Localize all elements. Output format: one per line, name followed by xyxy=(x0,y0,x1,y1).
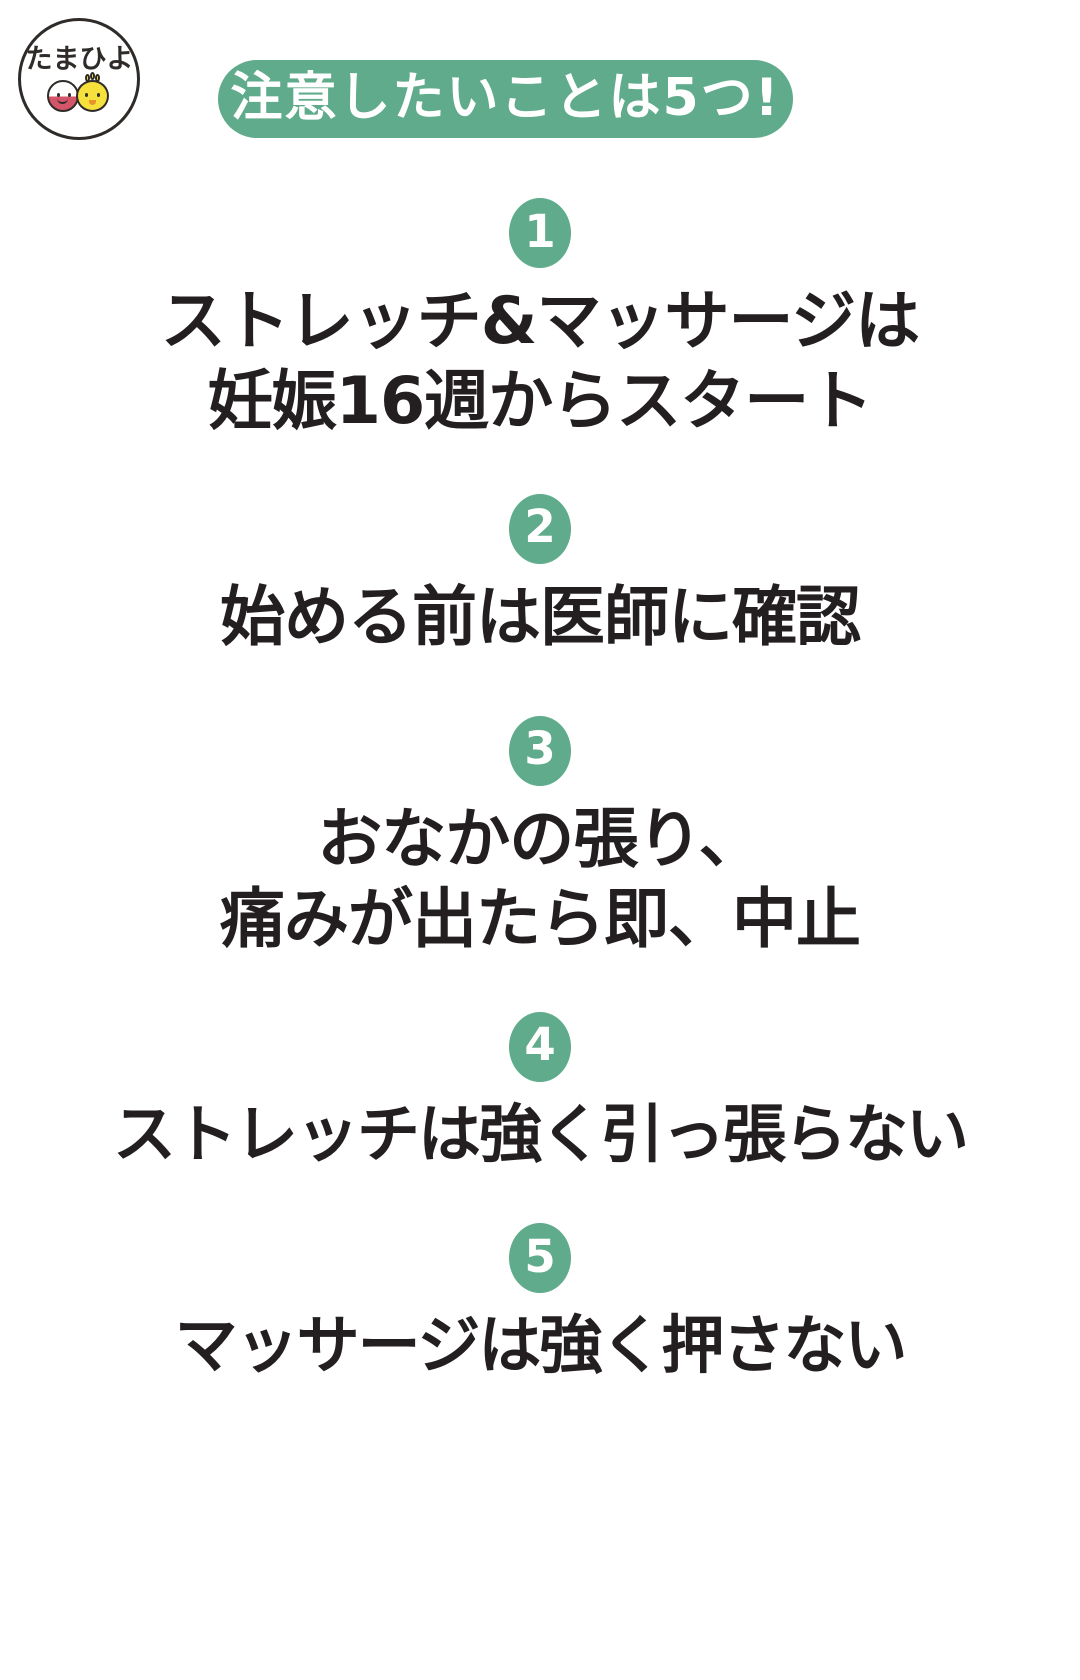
page-title: 注意したいことは5つ! xyxy=(230,68,781,128)
tip-text-2: 始める前は医師に確認 xyxy=(219,578,861,658)
tip-number-badge-5: 5 xyxy=(509,1223,571,1294)
tip-number-2: 2 xyxy=(524,500,556,554)
page-title-pill: 注意したいことは5つ! xyxy=(218,60,793,138)
tip-line: ストレッチ&マッサージは xyxy=(160,284,920,359)
tip-item-2: 2 始める前は医師に確認 xyxy=(0,493,1080,658)
tip-number-badge-3: 3 xyxy=(509,715,571,786)
chick-character-icon xyxy=(76,80,109,112)
tip-item-4: 4 ストレッチは強く引っ張らない xyxy=(0,1011,1080,1173)
logo-char-1: た xyxy=(25,44,53,75)
tip-line: おなかの張り、 xyxy=(317,801,763,877)
egg-character-icon xyxy=(47,80,79,112)
tip-text-3: おなかの張り、 痛みが出たら即、中止 xyxy=(219,800,861,960)
tips-list: 1 ストレッチ&マッサージは 妊娠16週からスタート 2 始める前は医師に確認 … xyxy=(0,180,1080,1385)
tip-number-5: 5 xyxy=(524,1229,556,1283)
tip-item-3: 3 おなかの張り、 痛みが出たら即、中止 xyxy=(0,715,1080,960)
tip-item-1: 1 ストレッチ&マッサージは 妊娠16週からスタート xyxy=(0,198,1080,442)
tip-line: 始める前は医師に確認 xyxy=(219,579,861,655)
tip-line: 妊娠16週からスタート xyxy=(207,363,873,439)
tip-number-1: 1 xyxy=(524,204,556,258)
tip-number-badge-4: 4 xyxy=(509,1011,571,1082)
tip-text-1: ストレッチ&マッサージは 妊娠16週からスタート xyxy=(160,282,920,442)
tip-number-4: 4 xyxy=(524,1018,556,1072)
tip-text-4: ストレッチは強く引っ張らない xyxy=(113,1096,969,1173)
tip-item-5: 5 マッサージは強く押さない xyxy=(0,1223,1080,1384)
logo-char-2: ま xyxy=(52,44,80,75)
tip-number-badge-2: 2 xyxy=(509,493,571,564)
logo-char-4: よ xyxy=(106,44,134,75)
brand-mascot-group xyxy=(45,72,113,112)
brand-logo: た ま ひ よ xyxy=(18,18,140,140)
tip-text-5: マッサージは強く押さない xyxy=(174,1307,908,1384)
tip-number-badge-1: 1 xyxy=(509,198,571,268)
tip-line: 痛みが出たら即、中止 xyxy=(219,881,861,957)
logo-char-3: ひ xyxy=(79,44,107,75)
brand-logo-wordmark: た ま ひ よ xyxy=(25,44,134,75)
tip-line: ストレッチは強く引っ張らない xyxy=(113,1097,969,1171)
tip-line: マッサージは強く押さない xyxy=(174,1309,908,1383)
tip-number-3: 3 xyxy=(524,722,556,776)
